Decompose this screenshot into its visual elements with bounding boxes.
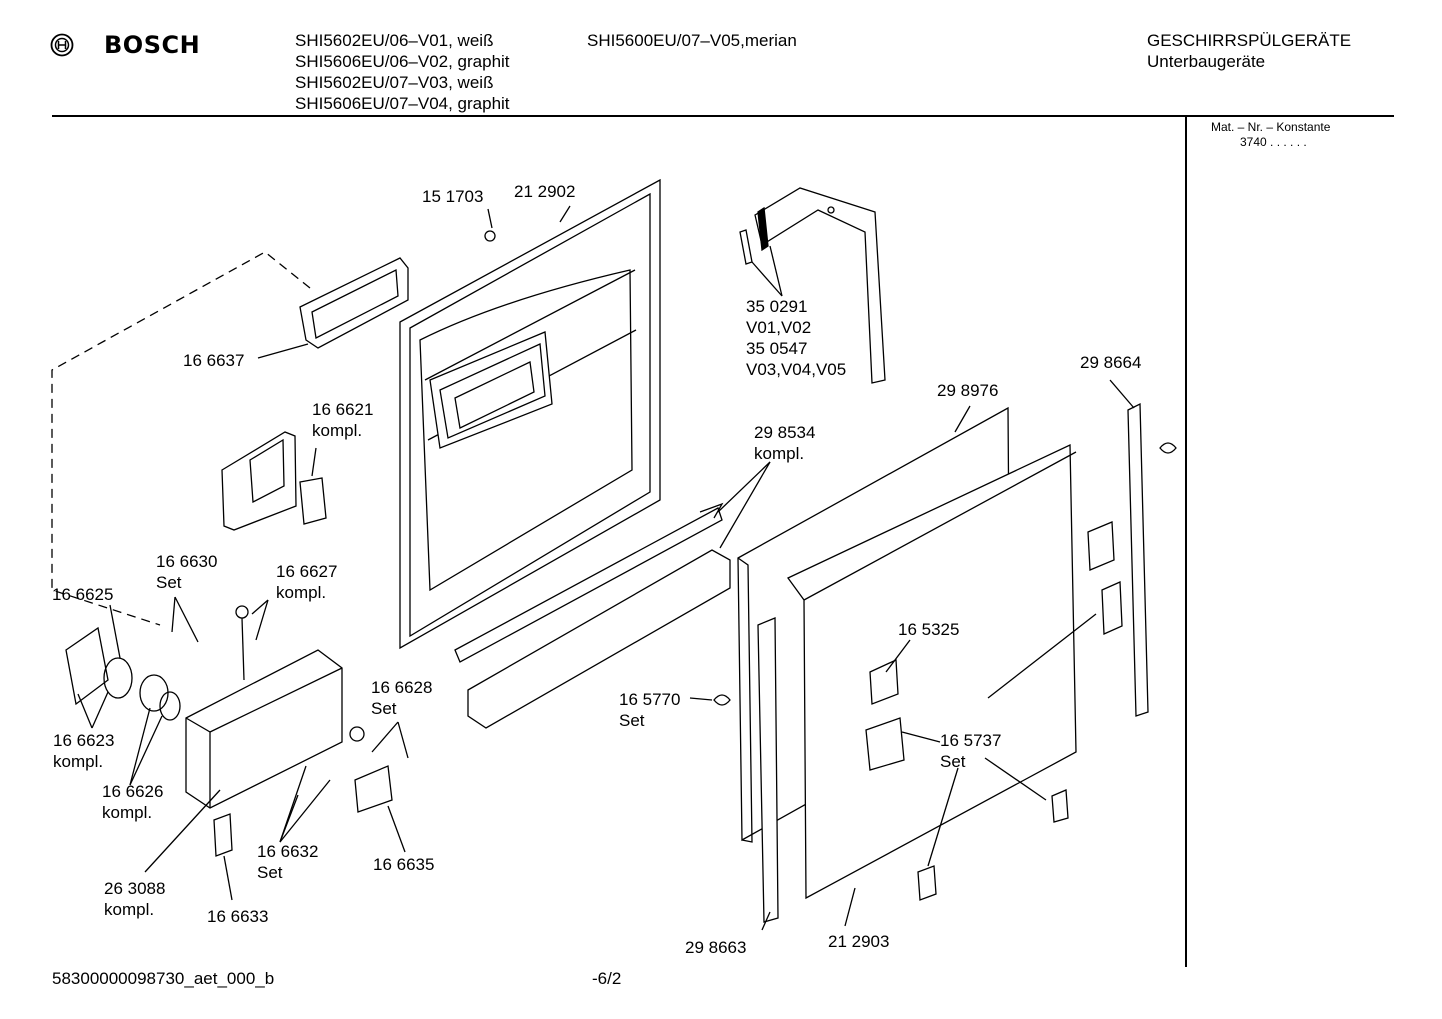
page-number: -6/2 bbox=[592, 969, 622, 988]
part-label: 16 6633 bbox=[207, 907, 269, 926]
valve-part bbox=[235, 605, 249, 619]
switch-part bbox=[354, 765, 393, 813]
part-label: 16 6635 bbox=[373, 855, 435, 874]
part-label: 29 8976 bbox=[937, 381, 999, 400]
part-label: 16 5325 bbox=[898, 620, 960, 639]
hinge-part bbox=[1101, 581, 1123, 635]
part-label: 21 2903 bbox=[828, 932, 890, 951]
model-line: SHI5606EU/06–V02, graphit bbox=[295, 52, 510, 71]
clip-part bbox=[917, 865, 937, 901]
category-title: GESCHIRRSPÜLGERÄTE bbox=[1147, 31, 1352, 50]
control-cover-part bbox=[221, 431, 327, 531]
model-line: SHI5600EU/07–V05,merian bbox=[587, 31, 797, 50]
part-label: 29 8664 bbox=[1080, 353, 1142, 372]
plug-part bbox=[713, 694, 731, 706]
part-label: 29 8663 bbox=[685, 938, 747, 957]
clip-part bbox=[869, 659, 899, 705]
valve-part bbox=[241, 617, 245, 681]
category-block: GESCHIRRSPÜLGERÄTE Unterbaugeräte bbox=[1147, 30, 1351, 72]
seal-part bbox=[349, 726, 365, 742]
document-id: 58300000098730_aet_000_b bbox=[52, 969, 275, 988]
clip-part bbox=[1051, 789, 1069, 823]
part-label: 21 2902 bbox=[514, 182, 576, 201]
header-divider bbox=[52, 115, 1394, 117]
model-line: SHI5602EU/06–V01, weiß bbox=[295, 31, 494, 50]
model-line: SHI5602EU/07–V03, weiß bbox=[295, 73, 494, 92]
assembly-dashed-line bbox=[51, 251, 311, 626]
side-divider bbox=[1185, 117, 1187, 967]
category-subtitle: Unterbaugeräte bbox=[1147, 52, 1266, 71]
model-list: SHI5602EU/06–V01, weiß SHI5606EU/06–V02,… bbox=[295, 30, 510, 114]
part-label: 15 1703 bbox=[422, 187, 484, 206]
inner-door-panel bbox=[399, 178, 661, 650]
brand-name: BOSCH bbox=[104, 31, 201, 59]
handle-rail-part bbox=[454, 502, 731, 729]
bosch-logo-icon bbox=[50, 33, 74, 57]
door-panel-part bbox=[787, 443, 1077, 900]
cover-part bbox=[213, 813, 233, 857]
material-value: 3740 . . . . . . bbox=[1240, 135, 1307, 149]
leader-lines bbox=[77, 205, 1135, 931]
side-rail-part bbox=[1127, 402, 1149, 717]
part-label: 16 6637 bbox=[183, 351, 245, 370]
plug-part bbox=[1159, 442, 1177, 454]
part-label: 16 6625 bbox=[52, 585, 114, 604]
side-rail-part bbox=[757, 617, 779, 923]
hinge-part bbox=[1087, 521, 1115, 571]
grille-frame-part bbox=[299, 257, 409, 349]
clip-part bbox=[865, 717, 905, 771]
model-line: SHI5606EU/07–V04, graphit bbox=[295, 94, 510, 113]
knob-assembly-part bbox=[65, 626, 181, 721]
screw-part bbox=[484, 230, 496, 242]
material-label: Mat. – Nr. – Konstante bbox=[1211, 120, 1331, 134]
control-module-part bbox=[185, 649, 343, 809]
